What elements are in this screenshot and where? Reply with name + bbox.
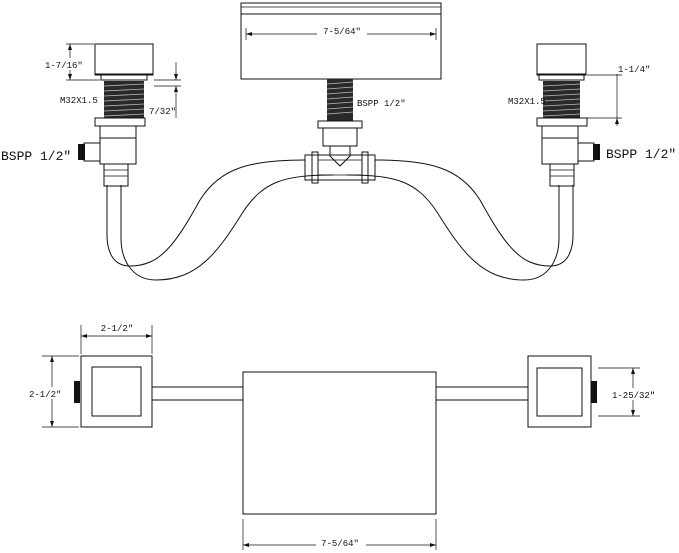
spout-body: 7-5/64" xyxy=(240,2,442,80)
left-valve: 1-7/16" M32X1.5 7/32" BSPP 1/2" xyxy=(1,43,181,187)
left-inlet-label: BSPP 1/2" xyxy=(1,149,71,164)
left-thread-spec-label: M32X1.5 xyxy=(60,96,98,106)
right-valve: 1-1/4" M32X1.5 BSPP 1/2" xyxy=(508,43,676,187)
right-inlet-label: BSPP 1/2" xyxy=(606,147,676,162)
center-inlet-label: BSPP 1/2" xyxy=(357,99,406,109)
spout-width-plan-label: 7-5/64" xyxy=(321,539,359,549)
spout-plan: 7-5/64" xyxy=(242,371,437,550)
left-handle-height-label: 1-7/16" xyxy=(45,61,83,71)
handle-width-plan-label: 2-1/2" xyxy=(101,324,133,334)
spout-width-label: 7-5/64" xyxy=(323,27,361,37)
elevation-view: 7-5/64" BSPP 1/2" xyxy=(1,2,676,281)
right-handle-plan: 1-25/32" xyxy=(527,355,658,428)
left-handle-plan: 2-1/2" 2-1/2" xyxy=(27,322,153,428)
center-shank: BSPP 1/2" xyxy=(317,79,406,147)
tee-fitting xyxy=(304,146,376,184)
left-handle xyxy=(94,43,154,76)
right-handle xyxy=(536,43,587,76)
right-handle-height-label: 1-1/4" xyxy=(618,65,650,75)
right-thread-spec-label: M32X1.5 xyxy=(508,97,546,107)
handle-depth-plan-label: 2-1/2" xyxy=(29,390,61,400)
hoses xyxy=(106,159,574,281)
left-thread-depth-label: 7/32" xyxy=(149,107,176,117)
plan-view: 2-1/2" 2-1/2" 7-5/64" xyxy=(27,322,658,550)
handle-inner-plan-label: 1-25/32" xyxy=(612,391,655,401)
